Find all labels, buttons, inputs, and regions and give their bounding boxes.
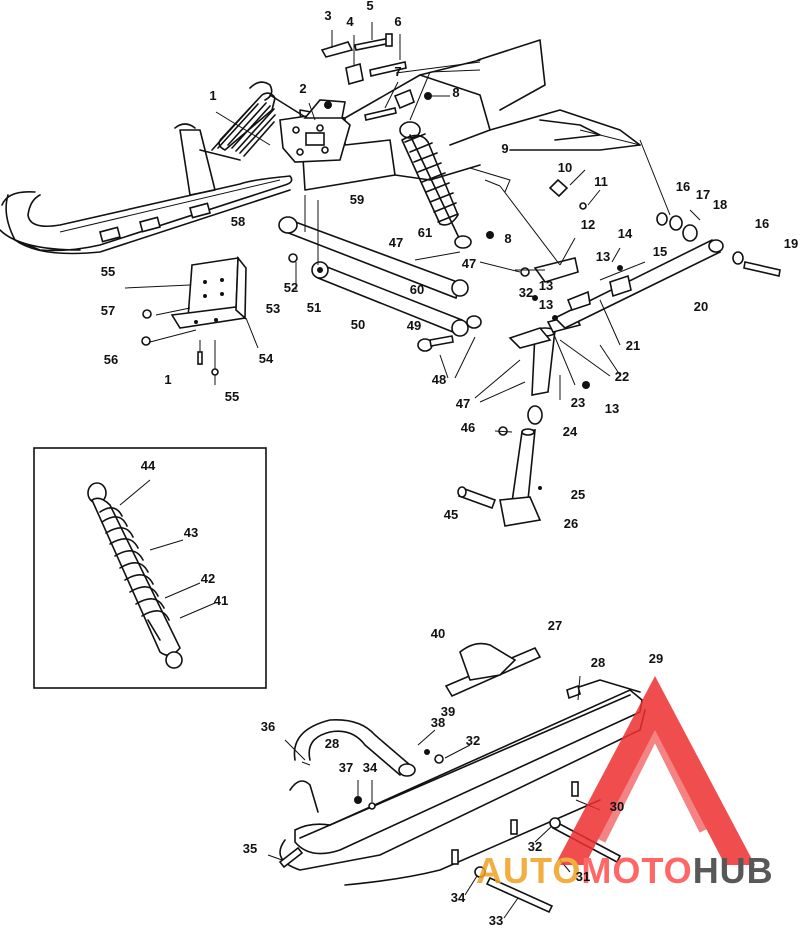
- callout-label-13: 13: [605, 401, 619, 416]
- chassis-frame: [279, 39, 641, 191]
- callout-label-30: 30: [610, 799, 624, 814]
- callout-label-22: 22: [615, 369, 629, 384]
- callout-label-32: 32: [519, 285, 533, 300]
- shock-inset-box: [33, 447, 267, 689]
- callout-label-32: 32: [528, 839, 542, 854]
- callout-label-28: 28: [325, 736, 339, 751]
- callout-label-50: 50: [351, 317, 365, 332]
- callout-label-7: 7: [394, 64, 401, 79]
- callout-label-34: 34: [451, 890, 466, 905]
- callout-label-6: 6: [394, 14, 401, 29]
- callout-label-18: 18: [713, 197, 727, 212]
- callout-label-61: 61: [418, 225, 432, 240]
- callout-label-54: 54: [259, 351, 274, 366]
- callout-label-2: 2: [299, 81, 306, 96]
- steering-tie-rod-20: [469, 139, 781, 377]
- top-hardware: [215, 22, 481, 146]
- callout-label-21: 21: [626, 338, 640, 353]
- callout-label-36: 36: [261, 719, 275, 734]
- callout-label-3: 3: [324, 8, 331, 23]
- rear-ski-assembly: [0, 81, 311, 255]
- callout-label-16: 16: [676, 179, 690, 194]
- callout-label-47: 47: [462, 256, 476, 271]
- callout-label-38: 38: [431, 715, 445, 730]
- callout-label-55: 55: [225, 389, 239, 404]
- callout-label-43: 43: [184, 525, 198, 540]
- callout-label-55: 55: [101, 264, 115, 279]
- callout-label-60: 60: [410, 282, 424, 297]
- callout-label-58: 58: [231, 214, 245, 229]
- callout-label-11: 11: [594, 174, 608, 189]
- callout-label-45: 45: [444, 507, 458, 522]
- callout-label-31: 31: [576, 869, 590, 884]
- callout-label-1: 1: [209, 88, 216, 103]
- callout-label-19: 19: [784, 236, 798, 251]
- callout-label-49: 49: [407, 318, 421, 333]
- watermark-text-auto: AUTO: [476, 850, 581, 891]
- callout-label-13: 13: [539, 297, 553, 312]
- callout-label-25: 25: [571, 487, 585, 502]
- callout-label-46: 46: [461, 420, 475, 435]
- callout-label-5: 5: [366, 0, 373, 13]
- callout-label-47: 47: [456, 396, 470, 411]
- callout-label-20: 20: [694, 299, 708, 314]
- callout-label-15: 15: [653, 244, 667, 259]
- callout-label-41: 41: [214, 593, 228, 608]
- callout-label-59: 59: [350, 192, 364, 207]
- front-shock-61: [399, 121, 472, 249]
- callout-label-14: 14: [618, 226, 633, 241]
- automotohub-watermark-logo: AUTOMOTOHUB: [476, 676, 774, 891]
- callout-label-24: 24: [563, 424, 578, 439]
- callout-label-51: 51: [307, 300, 321, 315]
- callout-label-27: 27: [548, 618, 562, 633]
- callout-label-34: 34: [363, 760, 378, 775]
- callout-label-32: 32: [466, 733, 480, 748]
- front-ski-assembly: [267, 642, 646, 919]
- callout-label-53: 53: [266, 301, 280, 316]
- callout-label-13: 13: [596, 249, 610, 264]
- callout-label-37: 37: [339, 760, 353, 775]
- watermark-text: AUTOMOTOHUB: [476, 850, 774, 891]
- callout-label-29: 29: [649, 651, 663, 666]
- mount-bracket-53: [124, 255, 259, 385]
- spindle-assembly: [457, 314, 590, 527]
- upper-a-arm-59: [278, 216, 469, 300]
- watermark-text-moto: MOTO: [581, 850, 692, 891]
- callout-label-12: 12: [581, 217, 595, 232]
- callout-label-9: 9: [501, 141, 508, 156]
- callout-label-56: 56: [104, 352, 118, 367]
- a-arm-hardware: [288, 195, 521, 379]
- watermark-text-hub: HUB: [693, 850, 774, 891]
- callout-label-8: 8: [504, 231, 511, 246]
- callout-label-57: 57: [101, 303, 115, 318]
- callout-label-8: 8: [452, 85, 459, 100]
- callout-label-4: 4: [346, 14, 354, 29]
- callout-label-17: 17: [696, 187, 710, 202]
- callout-label-10: 10: [558, 160, 572, 175]
- callout-label-1: 1: [164, 372, 171, 387]
- callout-label-28: 28: [591, 655, 605, 670]
- callout-label-33: 33: [489, 913, 503, 928]
- callout-label-48: 48: [432, 372, 446, 387]
- callout-label-52: 52: [284, 280, 298, 295]
- callout-label-39: 39: [441, 704, 455, 719]
- callout-label-44: 44: [141, 458, 156, 473]
- callout-label-35: 35: [243, 841, 257, 856]
- callout-label-13: 13: [539, 278, 553, 293]
- callout-label-42: 42: [201, 571, 215, 586]
- left-shock-coil: [211, 81, 276, 157]
- callout-label-40: 40: [431, 626, 445, 641]
- callout-label-26: 26: [564, 516, 578, 531]
- callout-label-47: 47: [389, 235, 403, 250]
- callout-label-16: 16: [755, 216, 769, 231]
- watermark-triangle: [555, 676, 755, 865]
- callout-label-23: 23: [571, 395, 585, 410]
